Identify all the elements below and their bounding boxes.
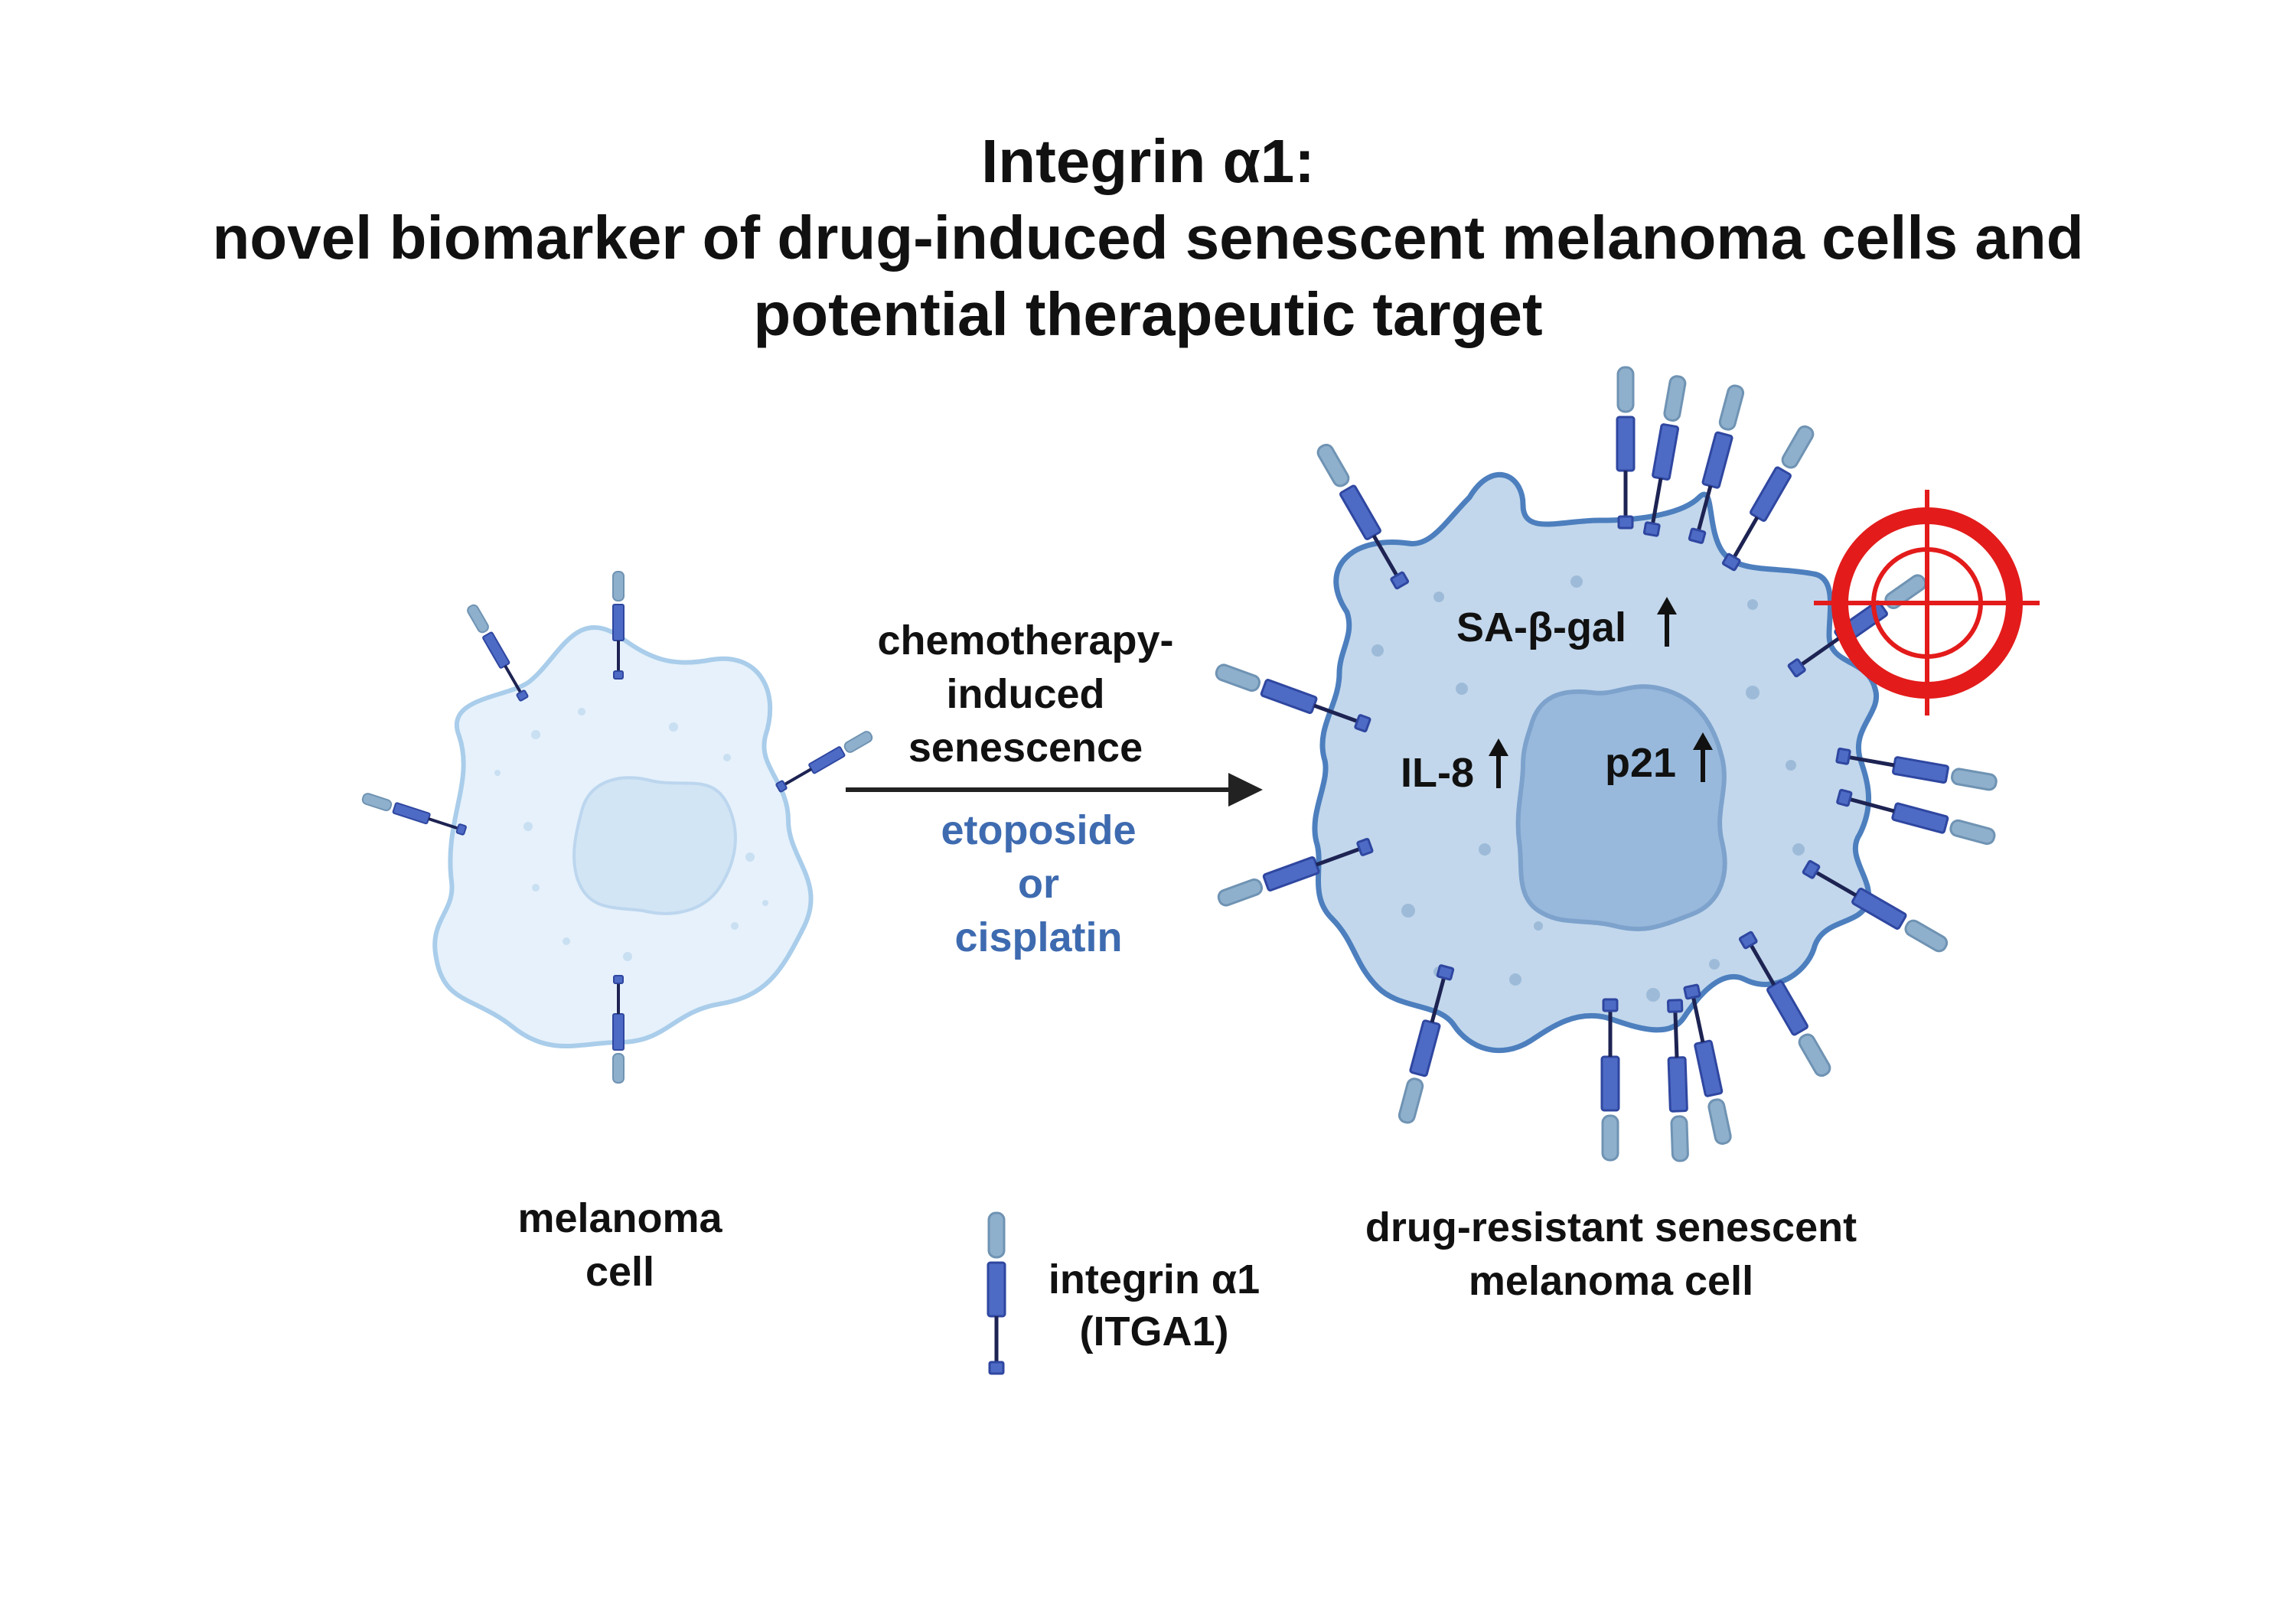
drug-label-line-1: etoposide: [941, 807, 1136, 853]
arrow-up-icon: [1657, 597, 1677, 647]
marker-il8: IL-8: [1401, 750, 1474, 796]
senescent-label-line-1: drug-resistant senescent: [1365, 1204, 1857, 1250]
integrin-icon: [774, 728, 876, 795]
drug-label-line-2: or: [1018, 861, 1059, 907]
legend-integrin-icon: [988, 1213, 1005, 1374]
integrin-icon: [1617, 367, 1634, 528]
process-label-line-1: chemotherapy-: [877, 618, 1173, 663]
title-line-3: potential therapeutic target: [753, 280, 1542, 348]
marker-sa-beta-gal: SA-β-gal: [1456, 605, 1626, 650]
legend-label-line-1: integrin α1: [1049, 1257, 1260, 1302]
integrin-icon: [1721, 424, 1816, 572]
crosshair-target-icon: [1814, 490, 2040, 715]
melanoma-cell: [360, 570, 876, 1084]
melanoma-vesicles: [494, 708, 768, 961]
process-label-line-2: induced: [946, 671, 1104, 717]
senescent-vesicles: [1371, 575, 1805, 1002]
arrow-up-icon: [1489, 738, 1508, 788]
process-label-line-3: senescence: [908, 725, 1143, 771]
arrow-right-icon: [846, 773, 1263, 807]
drug-label-line-3: cisplatin: [954, 914, 1122, 960]
senescent-label-line-2: melanoma cell: [1469, 1258, 1753, 1304]
senescent-nucleus: [1515, 684, 1727, 932]
melanoma-label-line-1: melanoma: [517, 1195, 722, 1241]
title-line-1: Integrin α1:: [981, 127, 1315, 195]
legend-label-line-2: (ITGA1): [1080, 1309, 1229, 1354]
marker-p21: p21: [1605, 740, 1676, 786]
arrow-up-icon: [1693, 732, 1713, 782]
senescent-cell: SA-β-gal IL-8 p21: [1214, 367, 1997, 1161]
melanoma-label-line-2: cell: [585, 1249, 654, 1295]
melanoma-nucleus: [572, 776, 737, 915]
integrin-icon: [360, 790, 468, 838]
title-line-2: novel biomarker of drug-induced senescen…: [212, 204, 2083, 272]
